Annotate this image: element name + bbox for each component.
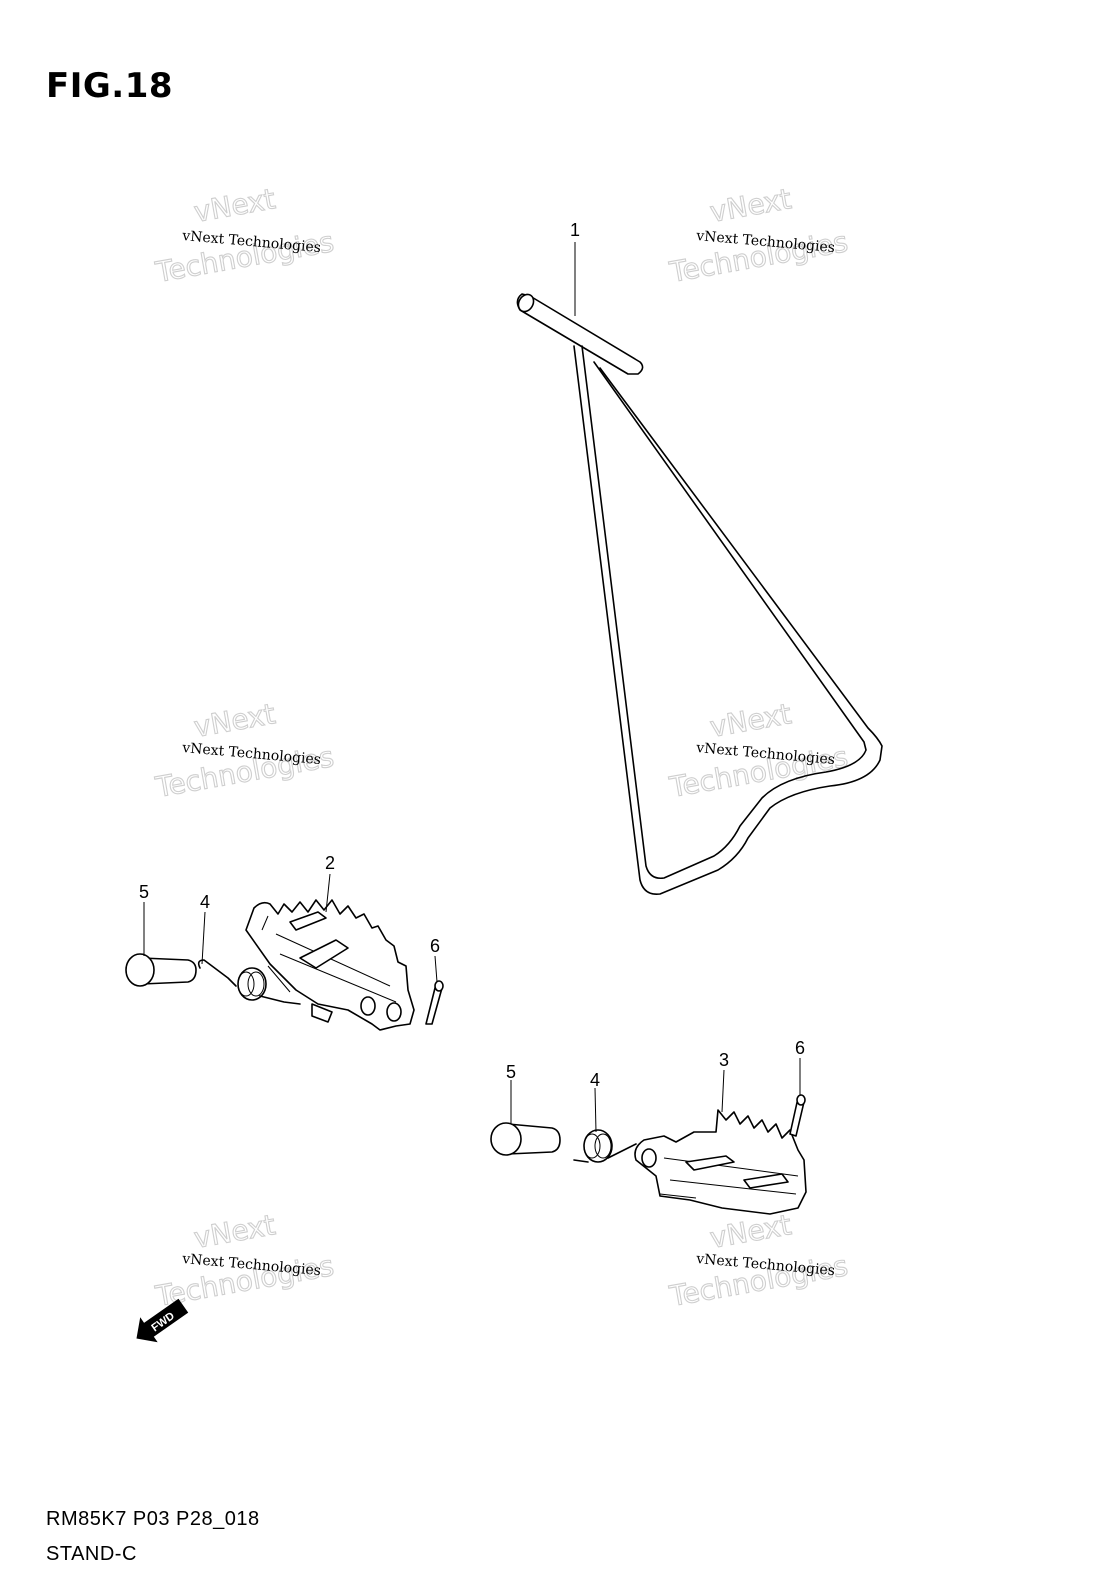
part-6-cotter-pin-right	[789, 1094, 806, 1137]
part-1-stand	[516, 293, 883, 896]
part-3-footrest-right	[634, 1109, 807, 1215]
part-5-pin-right	[490, 1122, 561, 1156]
leader-lines	[143, 242, 801, 1133]
svg-text:vNext: vNext	[707, 697, 793, 744]
watermark-bottom-right: vNext Technologies vNext Technologies	[666, 1208, 851, 1314]
svg-text:vNext: vNext	[191, 182, 277, 229]
callout-1: 1	[570, 220, 580, 240]
part-4-spring-left	[197, 959, 301, 1005]
part-5-pin-left	[125, 953, 197, 987]
callout-4-right: 4	[590, 1070, 600, 1090]
watermark-top-right: vNext Technologies vNext Technologies	[666, 182, 851, 290]
diagram-code: RM85K7 P03 P28_018	[46, 1508, 260, 1530]
callout-6-left: 6	[430, 936, 440, 956]
callout-4-left: 4	[200, 892, 210, 912]
part-4-spring-right	[573, 1129, 637, 1163]
watermark-mid-right: vNext Technologies vNext Technologies	[666, 697, 851, 805]
callout-2: 2	[325, 853, 335, 873]
svg-text:vNext: vNext	[191, 697, 277, 744]
svg-text:vNext: vNext	[707, 182, 793, 229]
watermark-bottom-left: vNext Technologies vNext Technologies	[152, 1208, 337, 1314]
part-6-cotter-pin-left	[425, 980, 444, 1025]
figure-title: FIG.18	[46, 66, 174, 106]
part-2-footrest-left	[245, 899, 415, 1031]
svg-text:vNext: vNext	[191, 1208, 277, 1255]
callout-3: 3	[719, 1050, 729, 1070]
callout-6-right: 6	[795, 1038, 805, 1058]
watermark-mid-left: vNext Technologies vNext Technologies	[152, 697, 337, 805]
svg-text:vNext: vNext	[707, 1208, 793, 1255]
watermark-top-left: vNext Technologies vNext Technologies	[152, 182, 337, 290]
callout-5-left: 5	[139, 882, 149, 902]
diagram-name: STAND-C	[46, 1543, 137, 1565]
callout-5-right: 5	[506, 1062, 516, 1082]
